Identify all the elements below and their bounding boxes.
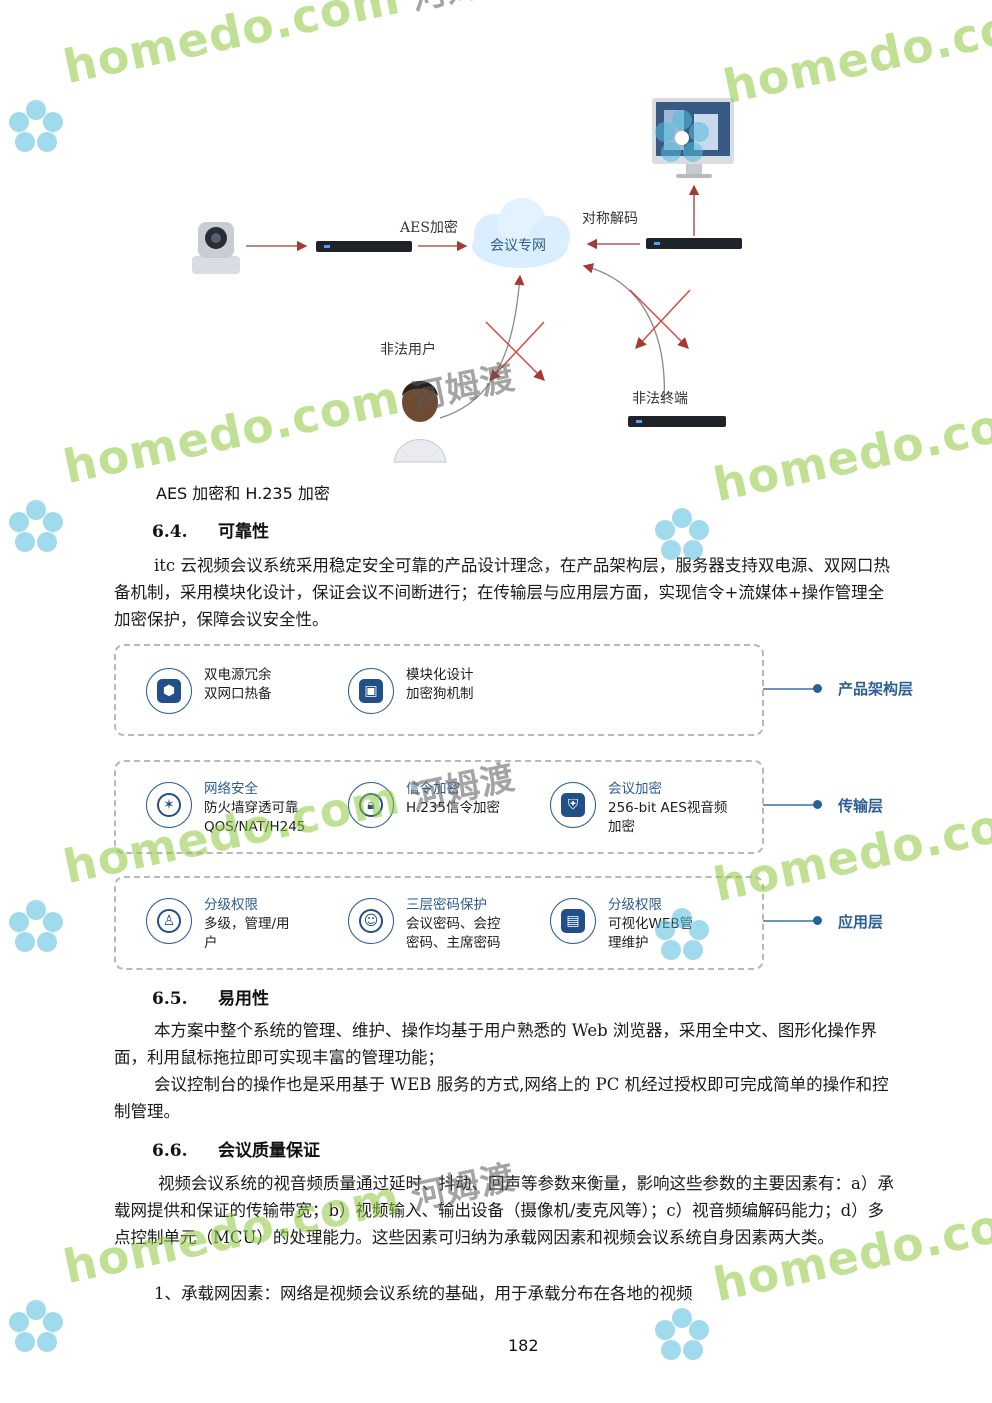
watermark-flower-icon [655, 508, 709, 560]
feature-line: 户 [204, 935, 218, 951]
feature-title: 网络安全 [204, 781, 258, 797]
connector-dot [813, 916, 822, 925]
feature-line: 密码、主席密码 [406, 935, 501, 951]
paragraph: 会议控制台的操作也是采用基于 WEB 服务的方式,网络上的 PC 机经过授权即可… [114, 1075, 889, 1121]
section-title: 易用性 [218, 989, 269, 1009]
watermark-flower-icon [655, 908, 709, 960]
paragraph: 1、承载网因素：网络是视频会议系统的基础，用于承载分布在各地的视频 [154, 1284, 693, 1303]
watermark-flower-icon [9, 900, 63, 952]
feature-title: 三层密码保护 [406, 897, 487, 913]
encoder-device [316, 241, 412, 252]
web-management-icon: ▤ [550, 898, 596, 944]
symmetric-decode-label: 对称解码 [582, 211, 638, 227]
feature-title: 会议加密 [608, 781, 662, 797]
feature-line: 模块化设计 [406, 667, 474, 683]
section-heading-6-4: 6.4. 可靠性 [152, 517, 269, 542]
feature-line: 加密狗机制 [406, 686, 474, 702]
section-title: 可靠性 [218, 522, 269, 542]
product-architecture-layer-box: ⬢ 双电源冗余双网口热备 ▣ 模块化设计加密狗机制 [114, 644, 764, 736]
section-number: 6.6. [152, 1141, 188, 1161]
section-number: 6.5. [152, 989, 188, 1009]
illegal-user-curve [439, 274, 525, 419]
section-heading-6-5: 6.5. 易用性 [152, 984, 269, 1009]
connector-line [763, 920, 817, 922]
cloud-label: 会议专网 [490, 238, 546, 254]
feature-line: 会议密码、会控 [406, 916, 501, 932]
feature-line: 加密 [608, 819, 635, 835]
block-cross-user [485, 321, 545, 381]
ptz-camera-icon [192, 222, 240, 274]
decoder-device [646, 238, 742, 249]
paragraph: itc 云视频会议系统采用稳定安全可靠的产品设计理念，在产品架构层，服务器支持双… [114, 556, 890, 629]
illegal-terminal-device [628, 416, 726, 427]
connector-line [763, 804, 817, 806]
shield-icon: ⛨ [550, 782, 596, 828]
section-heading-6-6: 6.6. 会议质量保证 [152, 1136, 320, 1161]
transport-layer-box: ✶ 网络安全防火墙穿透可靠 QOS/NAT/H245 🔒︎ 信令加密 H.235信令… [114, 760, 764, 854]
illegal-terminal-curve [582, 263, 666, 405]
feature-line: 256-bit AES视音频 [608, 800, 728, 816]
hexagon-cluster-icon: ⬢ [146, 668, 192, 714]
user-permission-icon: ♙ [146, 898, 192, 944]
feature-line: QOS/NAT/H245 [204, 819, 306, 835]
paragraph: 视频会议系统的视音频质量通过延时、抖动、回声等参数来衡量，影响这些参数的主要因素… [114, 1174, 894, 1247]
section-number: 6.4. [152, 522, 188, 542]
paragraph: 本方案中整个系统的管理、维护、操作均基于用户熟悉的 Web 浏览器，采用全中文、… [114, 1021, 877, 1067]
illegal-terminal-label: 非法终端 [632, 391, 688, 407]
feature-title: 信令加密 [406, 781, 460, 797]
figure-caption: AES 加密和 H.235 加密 [156, 484, 330, 503]
watermark-flower-icon [655, 110, 709, 162]
aes-label: AES加密 [400, 220, 458, 236]
feature-title: 分级权限 [608, 897, 662, 913]
network-security-icon: ✶ [146, 782, 192, 828]
connector-dot [813, 684, 822, 693]
block-cross-terminal-2 [635, 289, 691, 350]
feature-line: 理维护 [608, 935, 649, 951]
illegal-user-avatar [393, 381, 447, 463]
illegal-user-label: 非法用户 [380, 342, 436, 358]
feature-title: 分级权限 [204, 897, 258, 913]
connector-line [763, 688, 817, 690]
section-title: 会议质量保证 [218, 1141, 320, 1161]
feature-line: H.235信令加密 [406, 800, 500, 816]
feature-line: 双电源冗余 [204, 667, 272, 683]
block-cross-terminal [629, 289, 689, 349]
connector-dot [813, 800, 822, 809]
layer-tag-transport: 传输层 [838, 797, 884, 815]
user-password-icon: ☺ [348, 898, 394, 944]
feature-line: 双网口热备 [204, 686, 272, 702]
watermark-flower-icon [9, 1300, 63, 1352]
lock-icon: 🔒︎ [348, 782, 394, 828]
watermark-flower-icon [655, 1308, 709, 1360]
cloud-icon [472, 198, 570, 268]
page-number: 182 [508, 1336, 539, 1355]
watermark-flower-icon [9, 100, 63, 152]
feature-line: 多级，管理/用 [204, 916, 290, 932]
application-layer-box: ♙ 分级权限多级，管理/用户 ☺ 三层密码保护会议密码、会控密码、主席密码 ▤ … [114, 876, 764, 970]
module-icon: ▣ [348, 668, 394, 714]
block-cross-user-2 [489, 321, 545, 382]
layer-tag-application: 应用层 [838, 913, 884, 931]
layer-tag-product: 产品架构层 [838, 680, 914, 698]
watermark-flower-icon [9, 500, 63, 552]
feature-line: 防火墙穿透可靠 [204, 800, 299, 816]
